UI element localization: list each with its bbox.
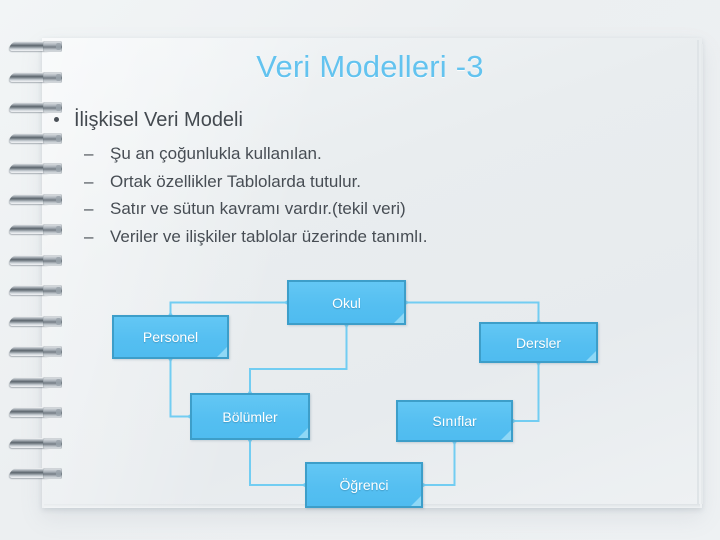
diagram-node-personel[interactable]: Personel	[112, 315, 229, 359]
sub-bullet-list: –Şu an çoğunlukla kullanılan.–Ortak özel…	[48, 140, 648, 250]
dash-marker-icon: –	[84, 226, 94, 246]
spiral-ring-icon	[7, 132, 62, 145]
folded-corner-inner-icon	[501, 430, 511, 440]
diagram-node-ogrenci[interactable]: Öğrenci	[305, 462, 423, 508]
page-edge-inner	[701, 44, 703, 504]
diagram-node-label: Dersler	[515, 334, 562, 351]
spiral-ring-icon	[7, 345, 62, 358]
connector-okul-to-bolumler	[249, 325, 348, 393]
diagram-node-bolumler[interactable]: Bölümler	[190, 393, 310, 440]
dash-marker-icon: –	[84, 144, 94, 163]
sub-bullet-label: Şu an çoğunlukla kullanılan.	[110, 144, 322, 163]
sub-bullet-item: –Satır ve sütun kavramı vardır.(tekil ve…	[78, 195, 648, 223]
sub-bullet-label: Ortak özellikler Tablolarda tutulur.	[110, 171, 362, 191]
spiral-ring-icon	[7, 284, 62, 297]
folded-corner-inner-icon	[217, 347, 227, 357]
spiral-ring-icon	[7, 315, 62, 328]
diagram-node-label: Öğrenci	[339, 477, 389, 493]
spiral-ring-icon	[7, 162, 62, 175]
sub-bullet-item: –Ortak özellikler Tablolarda tutulur.	[78, 168, 648, 196]
spiral-ring-icon	[7, 376, 62, 389]
folded-corner-inner-icon	[586, 351, 596, 361]
connector-okul-to-dersler	[406, 301, 540, 322]
connector-bolumler-to-ogrenci	[249, 440, 305, 486]
folded-corner-inner-icon	[394, 313, 404, 323]
dash-marker-icon: –	[84, 171, 94, 191]
dash-marker-icon: –	[84, 199, 94, 218]
folded-corner-inner-icon	[411, 496, 421, 506]
sub-bullet-item: –Şu an çoğunlukla kullanılan.	[78, 140, 648, 168]
bullet-list: İlişkisel Veri Modeli –Şu an çoğunlukla …	[48, 106, 648, 250]
page-title: Veri Modelleri -3	[256, 49, 484, 84]
spiral-ring-icon	[7, 101, 62, 114]
sub-bullet-label: Veriler ve ilişkiler tablolar üzerinde t…	[110, 226, 428, 246]
spiral-ring-icon	[7, 254, 62, 267]
spiral-binding-icon	[0, 40, 90, 505]
folded-corner-inner-icon	[298, 428, 308, 438]
connector-okul-to-personel	[169, 301, 287, 315]
spiral-ring-icon	[7, 406, 62, 419]
sub-bullet-item: –Veriler ve ilişkiler tablolar üzerinde …	[78, 223, 648, 251]
diagram-node-label: Okul	[332, 294, 361, 311]
connector-personel-to-bolumler	[169, 359, 190, 418]
bullet-dot-icon	[54, 117, 59, 122]
diagram-node-label: Personel	[142, 329, 199, 345]
bullet-item-main: İlişkisel Veri Modeli	[48, 106, 648, 134]
connector-dersler-to-siniflar	[513, 363, 540, 422]
diagram-node-label: Sınıflar	[432, 413, 477, 429]
diagram-node-okul[interactable]: Okul	[287, 280, 406, 325]
spiral-ring-icon	[7, 437, 62, 450]
spiral-ring-icon	[7, 223, 62, 236]
bullet-item-main-label: İlişkisel Veri Modeli	[74, 109, 243, 131]
spiral-ring-icon	[7, 467, 62, 480]
connector-siniflar-to-ogrenci	[423, 442, 456, 486]
sub-bullet-label: Satır ve sütun kavramı vardır.(tekil ver…	[110, 199, 406, 218]
spiral-ring-icon	[7, 40, 62, 53]
diagram-node-label: Bölümler	[222, 408, 278, 425]
spiral-ring-icon	[7, 193, 62, 206]
diagram-node-dersler[interactable]: Dersler	[479, 322, 598, 363]
diagram-node-siniflar[interactable]: Sınıflar	[396, 400, 513, 442]
spiral-ring-icon	[7, 71, 62, 84]
